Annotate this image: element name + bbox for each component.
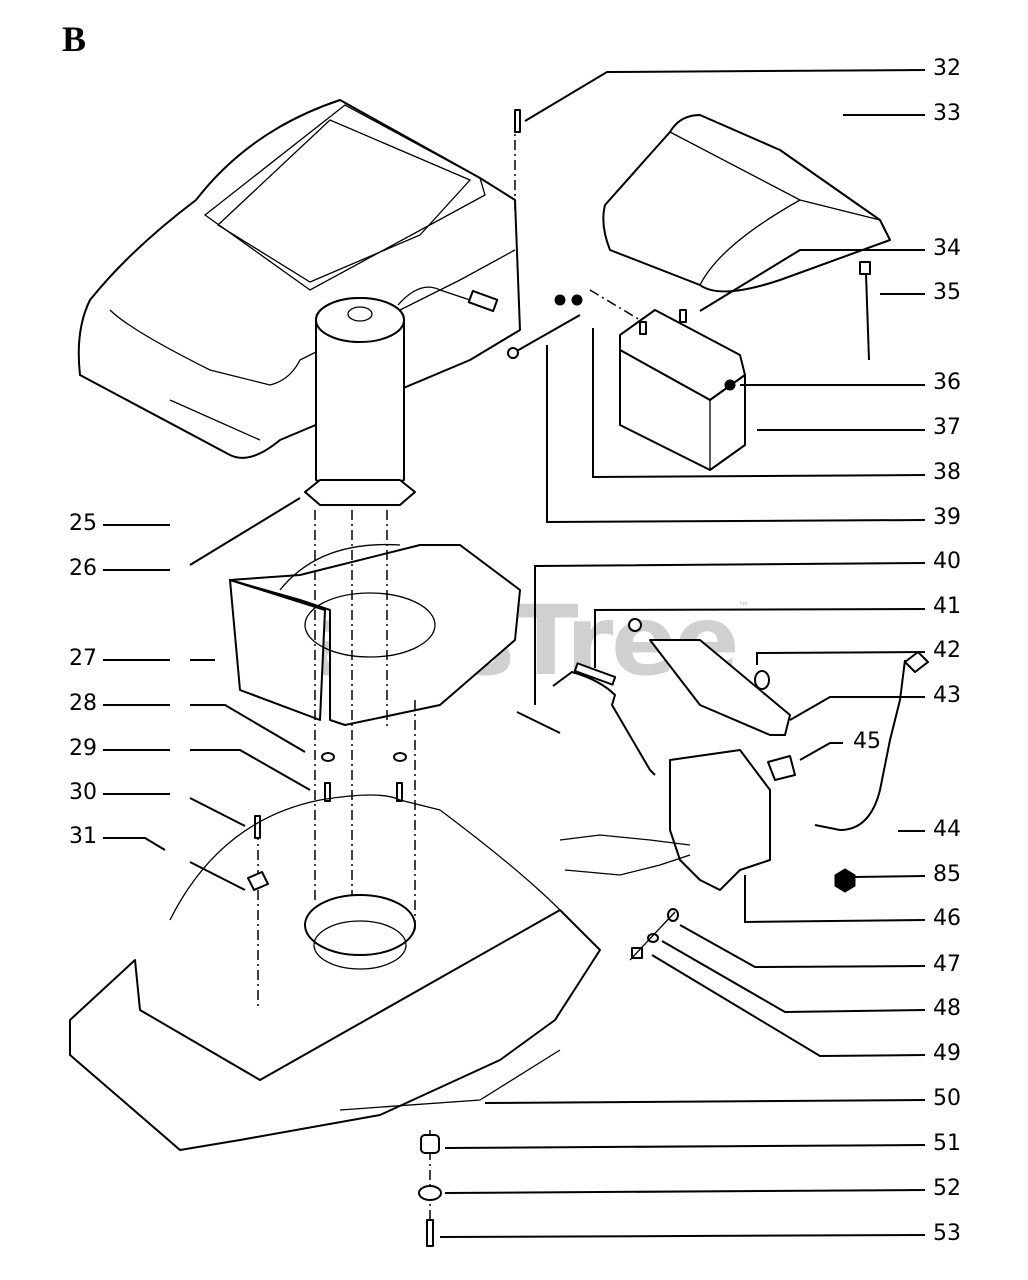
callout-41: 41 [933,594,961,619]
callout-53: 53 [933,1221,961,1246]
battery [619,309,746,471]
callout-43: 43 [933,683,961,708]
leader-48 [661,940,926,1014]
motor [304,286,499,506]
callout-32: 32 [933,56,961,81]
leader-34 [699,249,925,312]
motor-housing [229,543,521,726]
callout-48: 48 [933,996,961,1021]
callout-44: 44 [933,817,961,842]
leader-53 [439,1234,926,1238]
callout-39: 39 [933,505,961,530]
leader-85 [852,875,926,878]
callout-33: 33 [933,101,961,126]
leader-52 [444,1189,926,1194]
leader-31b [189,861,246,891]
callout-36: 36 [933,370,961,395]
switch-assembly [516,618,929,893]
callout-31: 31 [69,824,97,849]
callout-30: 30 [69,780,97,805]
callout-26: 26 [69,556,97,581]
battery-cover [602,114,891,293]
callout-34: 34 [933,236,961,261]
callout-51: 51 [933,1131,961,1156]
leader-30b [189,797,246,827]
callout-37: 37 [933,415,961,440]
leader-38 [592,328,926,479]
leader-49 [651,954,926,1058]
battery-small-parts [507,109,871,361]
callout-45: 45 [853,729,881,754]
leader-50 [484,1099,926,1104]
leader-43 [789,696,925,721]
leader-31 [103,837,166,851]
callout-35: 35 [933,280,961,305]
callout-46: 46 [933,906,961,931]
left-fasteners [247,752,407,891]
bottom-fasteners [418,1134,442,1247]
leader-28b [190,704,306,753]
callout-42: 42 [933,638,961,663]
callout-28: 28 [69,691,97,716]
leader-41 [594,608,926,668]
callout-50: 50 [933,1086,961,1111]
leader-32 [524,69,926,122]
section-letter: B [62,19,87,59]
callout-40: 40 [933,549,961,574]
callout-52: 52 [933,1176,961,1201]
leader-47 [679,924,926,969]
leader-39 [546,345,926,524]
callout-47: 47 [933,952,961,977]
leader-42 [756,651,926,665]
leader-45 [799,742,843,761]
right-fasteners [629,908,679,961]
mower-deck [69,794,601,1151]
leader-lines [103,69,926,1238]
callout-25: 25 [69,511,97,536]
upper-hood [77,99,521,459]
callout-29: 29 [69,736,97,761]
leader-29b [190,749,311,791]
callout-49: 49 [933,1041,961,1066]
callout-38: 38 [933,460,961,485]
leader-26b [189,497,301,566]
leader-40 [534,562,926,705]
leader-46 [744,875,926,924]
callout-85: 85 [933,862,961,887]
callout-27: 27 [69,646,97,671]
leader-51 [444,1144,926,1149]
